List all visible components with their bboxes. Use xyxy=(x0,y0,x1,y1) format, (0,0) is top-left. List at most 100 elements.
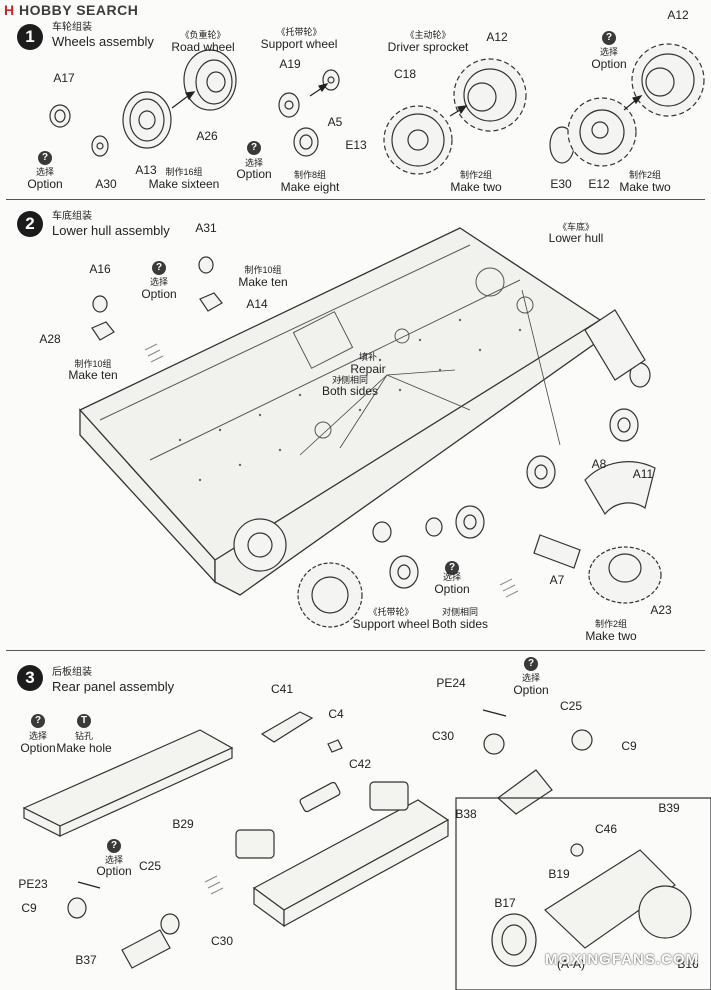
brand-logo: H HOBBY SEARCH xyxy=(4,2,138,18)
part-a16-label: A16 xyxy=(89,262,111,276)
part-c9-label-1: C9 xyxy=(621,739,637,753)
make-hole-cn: 钻孔 xyxy=(74,731,94,741)
option-en-3c: Option xyxy=(96,864,132,878)
question-icon: ? xyxy=(152,261,166,275)
part-c30-label-1: C30 xyxy=(431,729,455,743)
make10-cn-2: 制作10组 xyxy=(244,265,282,275)
part-a30-label: A30 xyxy=(95,177,117,191)
lower-hull-en: Lower hull xyxy=(548,231,604,245)
part-c25-label-1: C25 xyxy=(559,699,583,713)
make16-cn: 制作16组 xyxy=(165,167,203,177)
option-marker-3a: ? xyxy=(31,713,45,728)
part-c9-label-2: C9 xyxy=(21,901,37,915)
step-1-drawing xyxy=(49,43,705,175)
question-icon: ? xyxy=(524,657,538,671)
make2-cn-3: 制作2组 xyxy=(594,619,628,629)
option-cn-3a: 选择 xyxy=(28,731,48,741)
part-c18-label: C18 xyxy=(393,67,417,81)
step-2-drawing xyxy=(78,227,662,628)
option-marker-2b: ? xyxy=(445,560,459,575)
option-en-3b: Option xyxy=(513,683,549,697)
make10-en-1: Make ten xyxy=(68,368,118,382)
step-3-title-en: Rear panel assembly xyxy=(52,679,175,694)
part-a19-label: A19 xyxy=(279,57,301,71)
step-3-drawing xyxy=(22,709,711,990)
make10-en-2: Make ten xyxy=(238,275,288,289)
make-hole-en: Make hole xyxy=(56,741,112,755)
support-wheel-en-2: Support wheel xyxy=(352,617,430,631)
option-cn-1b: 选择 xyxy=(244,158,264,168)
step-2-title-en: Lower hull assembly xyxy=(52,223,170,238)
option-en-3a: Option xyxy=(20,741,56,755)
road-wheel-en: Road wheel xyxy=(171,40,235,54)
driver-sprocket-cn: 《主动轮》 xyxy=(405,30,451,40)
step-divider-2 xyxy=(6,650,705,651)
part-a12-label-1: A12 xyxy=(486,30,508,44)
option-cn-2b: 选择 xyxy=(442,572,462,582)
step-3-title-cn: 后板组装 xyxy=(52,667,92,678)
support-wheel-cn-2: 《托带轮》 xyxy=(368,607,414,617)
both-sides-en-2: Both sides xyxy=(431,617,489,631)
option-cn-1a: 选择 xyxy=(35,167,55,177)
part-b38-label: B38 xyxy=(455,807,477,821)
make10-cn-1: 制作10组 xyxy=(74,359,112,369)
part-c4-label: C4 xyxy=(328,707,344,721)
part-a28-label: A28 xyxy=(39,332,61,346)
option-marker-1b: ? xyxy=(247,140,261,155)
brand-name: HOBBY SEARCH xyxy=(19,2,139,18)
question-icon: ? xyxy=(107,839,121,853)
part-pe23-label: PE23 xyxy=(18,877,48,891)
part-c25-label-2: C25 xyxy=(138,859,162,873)
make2-cn-1: 制作2组 xyxy=(459,170,493,180)
road-wheel-cn: 《负重轮》 xyxy=(180,30,226,40)
make2-en-2: Make two xyxy=(619,180,671,194)
step-1-number: 1 xyxy=(17,24,43,50)
repair-cn: 填补 xyxy=(358,352,378,362)
make2-en-1: Make two xyxy=(450,180,502,194)
option-marker-2a: ? xyxy=(152,260,166,275)
brand-h-mark: H xyxy=(4,2,15,18)
both-sides-cn-2: 对侧相同 xyxy=(441,607,479,617)
option-en-1c: Option xyxy=(591,57,627,71)
both-sides-en-1: Both sides xyxy=(321,384,379,398)
option-cn-3b: 选择 xyxy=(521,673,541,683)
part-b39-label: B39 xyxy=(658,801,680,815)
step-2-title-cn: 车底组装 xyxy=(52,211,92,222)
part-c30-label-2: C30 xyxy=(210,934,234,948)
part-a5-label: A5 xyxy=(327,115,343,129)
option-marker-3b: ? xyxy=(524,656,538,671)
part-a23-label: A23 xyxy=(650,603,672,617)
option-en-2b: Option xyxy=(434,582,470,596)
step-1-title-en: Wheels assembly xyxy=(52,34,154,49)
step-3-number: 3 xyxy=(17,665,43,691)
support-wheel-en-1: Support wheel xyxy=(260,37,338,51)
part-b17-label: B17 xyxy=(494,896,516,910)
step-1-title-cn: 车轮组装 xyxy=(52,22,92,33)
part-b19-label: B19 xyxy=(548,867,570,881)
question-icon: ? xyxy=(445,561,459,575)
option-marker-1a: ? xyxy=(38,150,52,165)
part-a31-label: A31 xyxy=(195,221,217,235)
repair-en: Repair xyxy=(350,362,386,376)
option-cn-3c: 选择 xyxy=(104,855,124,865)
make8-en: Make eight xyxy=(280,180,340,194)
make2-cn-2: 制作2组 xyxy=(628,170,662,180)
part-a12-label-2: A12 xyxy=(667,8,689,22)
option-cn-2a: 选择 xyxy=(149,277,169,287)
lower-hull-cn: 《车底》 xyxy=(557,222,595,232)
part-a17-label: A17 xyxy=(53,71,75,85)
part-a7-label: A7 xyxy=(549,573,565,587)
part-e30-label: E30 xyxy=(550,177,572,191)
question-icon: ? xyxy=(247,141,261,155)
watermark: MOXINGFANS.COM xyxy=(544,951,699,968)
question-icon: ? xyxy=(38,151,52,165)
step-2-number: 2 xyxy=(17,211,43,237)
option-marker-1c: ? xyxy=(602,30,616,45)
option-marker-3c: ? xyxy=(107,838,121,853)
part-c42-label: C42 xyxy=(348,757,372,771)
section-aa-label: (A-A) xyxy=(557,957,585,971)
part-c46-label: C46 xyxy=(594,822,618,836)
make2-en-3: Make two xyxy=(585,629,637,643)
option-en-1b: Option xyxy=(236,167,272,181)
part-a11-label: A11 xyxy=(632,467,654,481)
